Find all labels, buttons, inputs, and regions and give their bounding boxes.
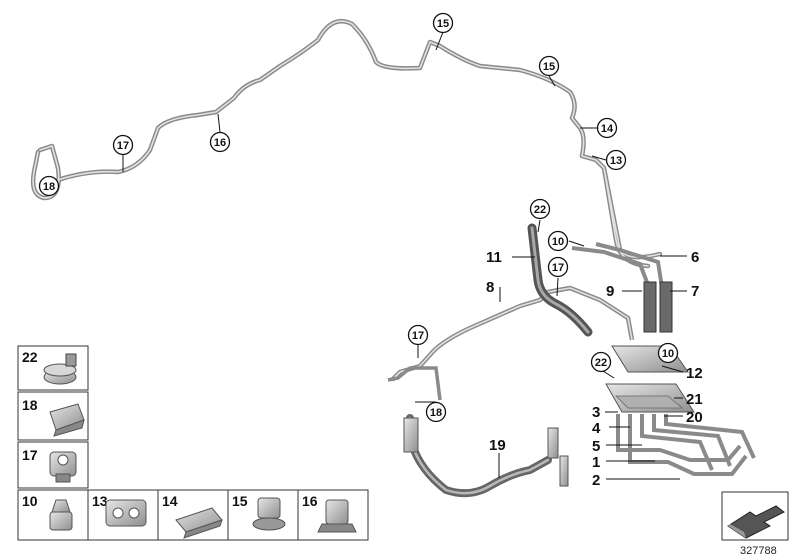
flat-clip-icon [175, 507, 223, 539]
distribution-block [605, 345, 695, 413]
callout-22-block: 22 [590, 351, 612, 373]
callout-14: 14 [596, 117, 618, 139]
pipe-clip-icon [49, 451, 77, 483]
callout-10-upper: 10 [547, 230, 569, 252]
callout-22-hose: 22 [529, 198, 551, 220]
callout-17-mid: 17 [547, 256, 569, 278]
callout-13: 13 [605, 149, 627, 171]
callout-16: 16 [209, 131, 231, 153]
legend-item-16: 16 [297, 489, 369, 541]
legend-number: 22 [22, 349, 38, 365]
callout-label: 17 [412, 330, 424, 342]
part-label-7: 7 [691, 283, 699, 300]
callout-label: 10 [662, 348, 674, 360]
callout-label: 16 [214, 137, 226, 149]
part-label-1: 1 [592, 454, 600, 471]
callout-10-block: 10 [657, 342, 679, 364]
double-pipe-clip-icon [105, 499, 147, 527]
legend-item-13: 13 [87, 489, 159, 541]
leader-lines [122, 31, 687, 480]
callout-label: 13 [610, 155, 622, 167]
part-label-9: 9 [606, 283, 614, 300]
part-label-11: 11 [486, 249, 502, 266]
legend-number: 18 [22, 397, 38, 413]
clamp-ring-icon [43, 353, 77, 385]
legend-item-10: 10 [17, 489, 89, 541]
lower-pipe-bundle [616, 414, 756, 476]
part-label-21: 21 [686, 391, 703, 408]
callout-label: 15 [437, 18, 449, 30]
union-nut-icon [49, 499, 73, 531]
legend-number: 10 [22, 493, 38, 509]
legend-number: 15 [232, 493, 248, 509]
image-number: 327788 [740, 545, 777, 557]
callout-label: 17 [552, 262, 564, 274]
callout-17-top-left: 17 [112, 134, 134, 156]
part-label-6: 6 [691, 249, 699, 266]
callout-18-lower: 18 [425, 401, 447, 423]
part-label-4: 4 [592, 420, 601, 437]
callout-15-right: 15 [538, 55, 560, 77]
callout-label: 10 [552, 236, 564, 248]
legend-thumbnails: 22 18 17 [17, 345, 369, 541]
bracket-clip-icon [49, 403, 85, 437]
callout-label: 18 [430, 407, 442, 419]
callout-label: 17 [117, 140, 129, 152]
part-label-20: 20 [686, 409, 703, 426]
callout-label: 15 [543, 61, 555, 73]
legend-item-14: 14 [157, 489, 229, 541]
callout-15-top: 15 [432, 12, 454, 34]
holder-clip-icon [317, 499, 357, 533]
part-label-3: 3 [592, 404, 600, 421]
legend-item-18: 18 [17, 391, 89, 441]
callout-17-left: 17 [407, 324, 429, 346]
part-label-5: 5 [592, 438, 600, 455]
callout-label: 18 [43, 181, 55, 193]
part-label-12: 12 [686, 365, 703, 382]
callout-label: 14 [601, 123, 614, 135]
mounting-clip-icon [252, 497, 286, 531]
legend-item-17: 17 [17, 441, 89, 489]
part-label-19: 19 [489, 437, 506, 454]
legend-number: 17 [22, 447, 38, 463]
direction-arrow-icon [727, 505, 785, 539]
part-label-8: 8 [486, 279, 494, 296]
part-label-2: 2 [592, 472, 600, 489]
callout-18-top-left: 18 [38, 175, 60, 197]
callout-label: 22 [534, 204, 546, 216]
legend-item-15: 15 [227, 489, 299, 541]
legend-number: 16 [302, 493, 318, 509]
legend-number: 14 [162, 493, 178, 509]
callout-label: 22 [595, 357, 607, 369]
legend-number: 13 [92, 493, 108, 509]
orientation-arrow [721, 491, 789, 541]
middle-brake-lines [387, 223, 635, 498]
right-side-hoses [571, 242, 673, 333]
legend-item-22: 22 [17, 345, 89, 391]
